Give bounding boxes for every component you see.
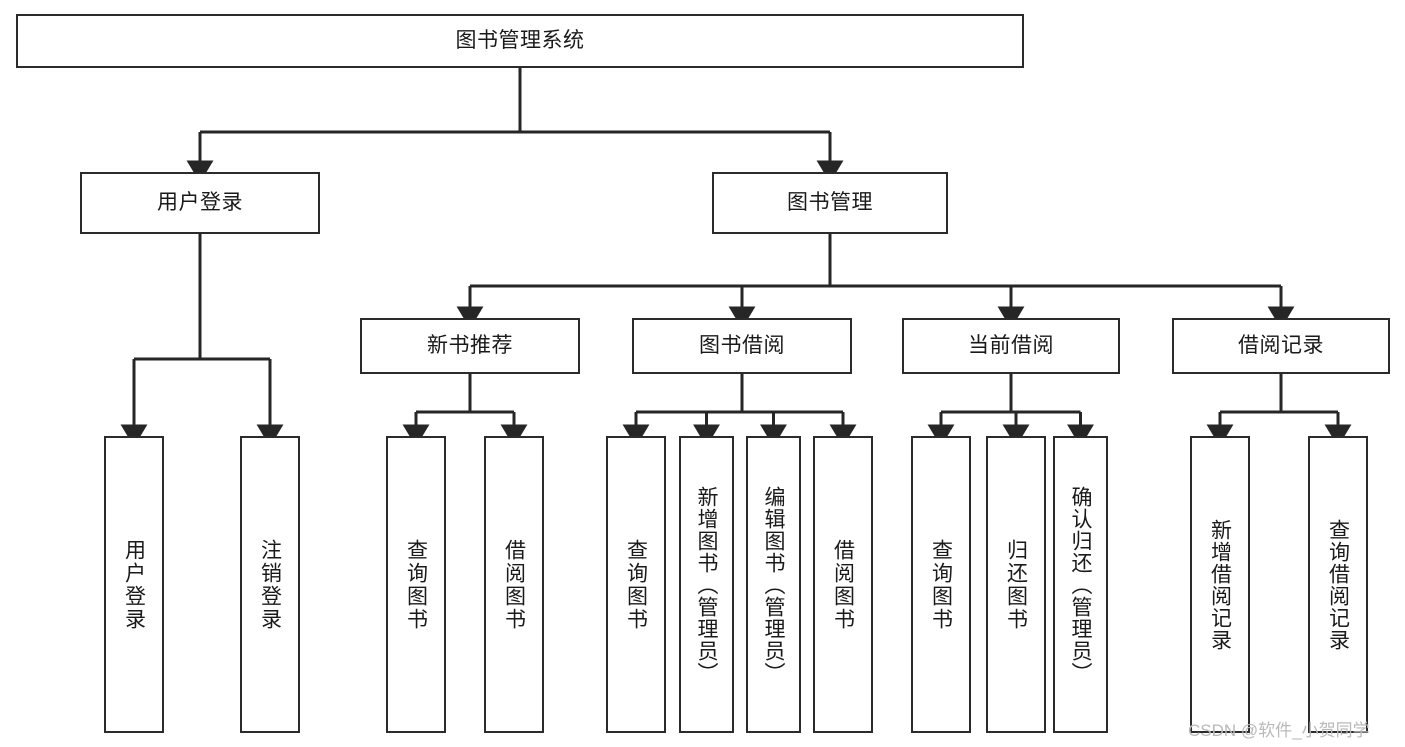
- node-leaf-logout[interactable]: 注销登录: [240, 436, 300, 733]
- node-leaf-addrec[interactable]: 新增借阅记录: [1190, 436, 1250, 733]
- node-label-login: 用户登录: [157, 191, 243, 215]
- node-label-current: 当前借阅: [968, 334, 1054, 358]
- node-label-borrow: 图书借阅: [699, 334, 785, 358]
- node-leaf-b1[interactable]: 借阅图书: [484, 436, 544, 733]
- node-bookmgmt[interactable]: 图书管理: [712, 172, 948, 234]
- node-leaf-return[interactable]: 归还图书: [986, 436, 1046, 733]
- node-current[interactable]: 当前借阅: [902, 318, 1120, 374]
- node-root[interactable]: 图书管理系统: [16, 14, 1024, 68]
- node-label-leaf-return: 归还图书: [1004, 538, 1028, 631]
- node-label-leaf-addrec: 新增借阅记录: [1208, 518, 1232, 651]
- node-leaf-q1[interactable]: 查询图书: [386, 436, 446, 733]
- node-label-leaf-edit: 编辑图书（管理员）: [762, 485, 785, 684]
- node-label-leaf-q3: 查询图书: [929, 538, 953, 631]
- node-leaf-q3[interactable]: 查询图书: [911, 436, 971, 733]
- edges: [120, 68, 1352, 447]
- node-label-newbook: 新书推荐: [427, 334, 513, 358]
- node-leaf-b2[interactable]: 借阅图书: [813, 436, 873, 733]
- node-leaf-edit[interactable]: 编辑图书（管理员）: [746, 436, 801, 733]
- node-label-leaf-b1: 借阅图书: [502, 538, 526, 631]
- node-login[interactable]: 用户登录: [80, 172, 320, 234]
- node-leaf-add[interactable]: 新增图书（管理员）: [679, 436, 734, 733]
- node-label-root: 图书管理系统: [455, 29, 585, 53]
- node-label-leaf-add: 新增图书（管理员）: [695, 485, 718, 684]
- node-label-records: 借阅记录: [1238, 334, 1324, 358]
- node-records[interactable]: 借阅记录: [1172, 318, 1390, 374]
- node-label-leaf-conf: 确认归还（管理员）: [1069, 485, 1092, 684]
- node-leaf-q2[interactable]: 查询图书: [606, 436, 666, 733]
- node-leaf-conf[interactable]: 确认归还（管理员）: [1053, 436, 1108, 733]
- node-label-leaf-login: 用户登录: [122, 538, 146, 631]
- node-label-leaf-qrec: 查询借阅记录: [1326, 518, 1350, 651]
- node-borrow[interactable]: 图书借阅: [632, 318, 852, 374]
- watermark-text: CSDN @软件_小贺同学: [1188, 721, 1370, 740]
- node-label-leaf-logout: 注销登录: [258, 538, 282, 631]
- node-label-leaf-b2: 借阅图书: [831, 538, 855, 631]
- node-leaf-qrec[interactable]: 查询借阅记录: [1308, 436, 1368, 733]
- node-label-leaf-q2: 查询图书: [624, 538, 648, 631]
- node-newbook[interactable]: 新书推荐: [360, 318, 580, 374]
- node-leaf-login[interactable]: 用户登录: [104, 436, 164, 733]
- node-label-leaf-q1: 查询图书: [404, 538, 428, 631]
- node-label-bookmgmt: 图书管理: [787, 191, 873, 215]
